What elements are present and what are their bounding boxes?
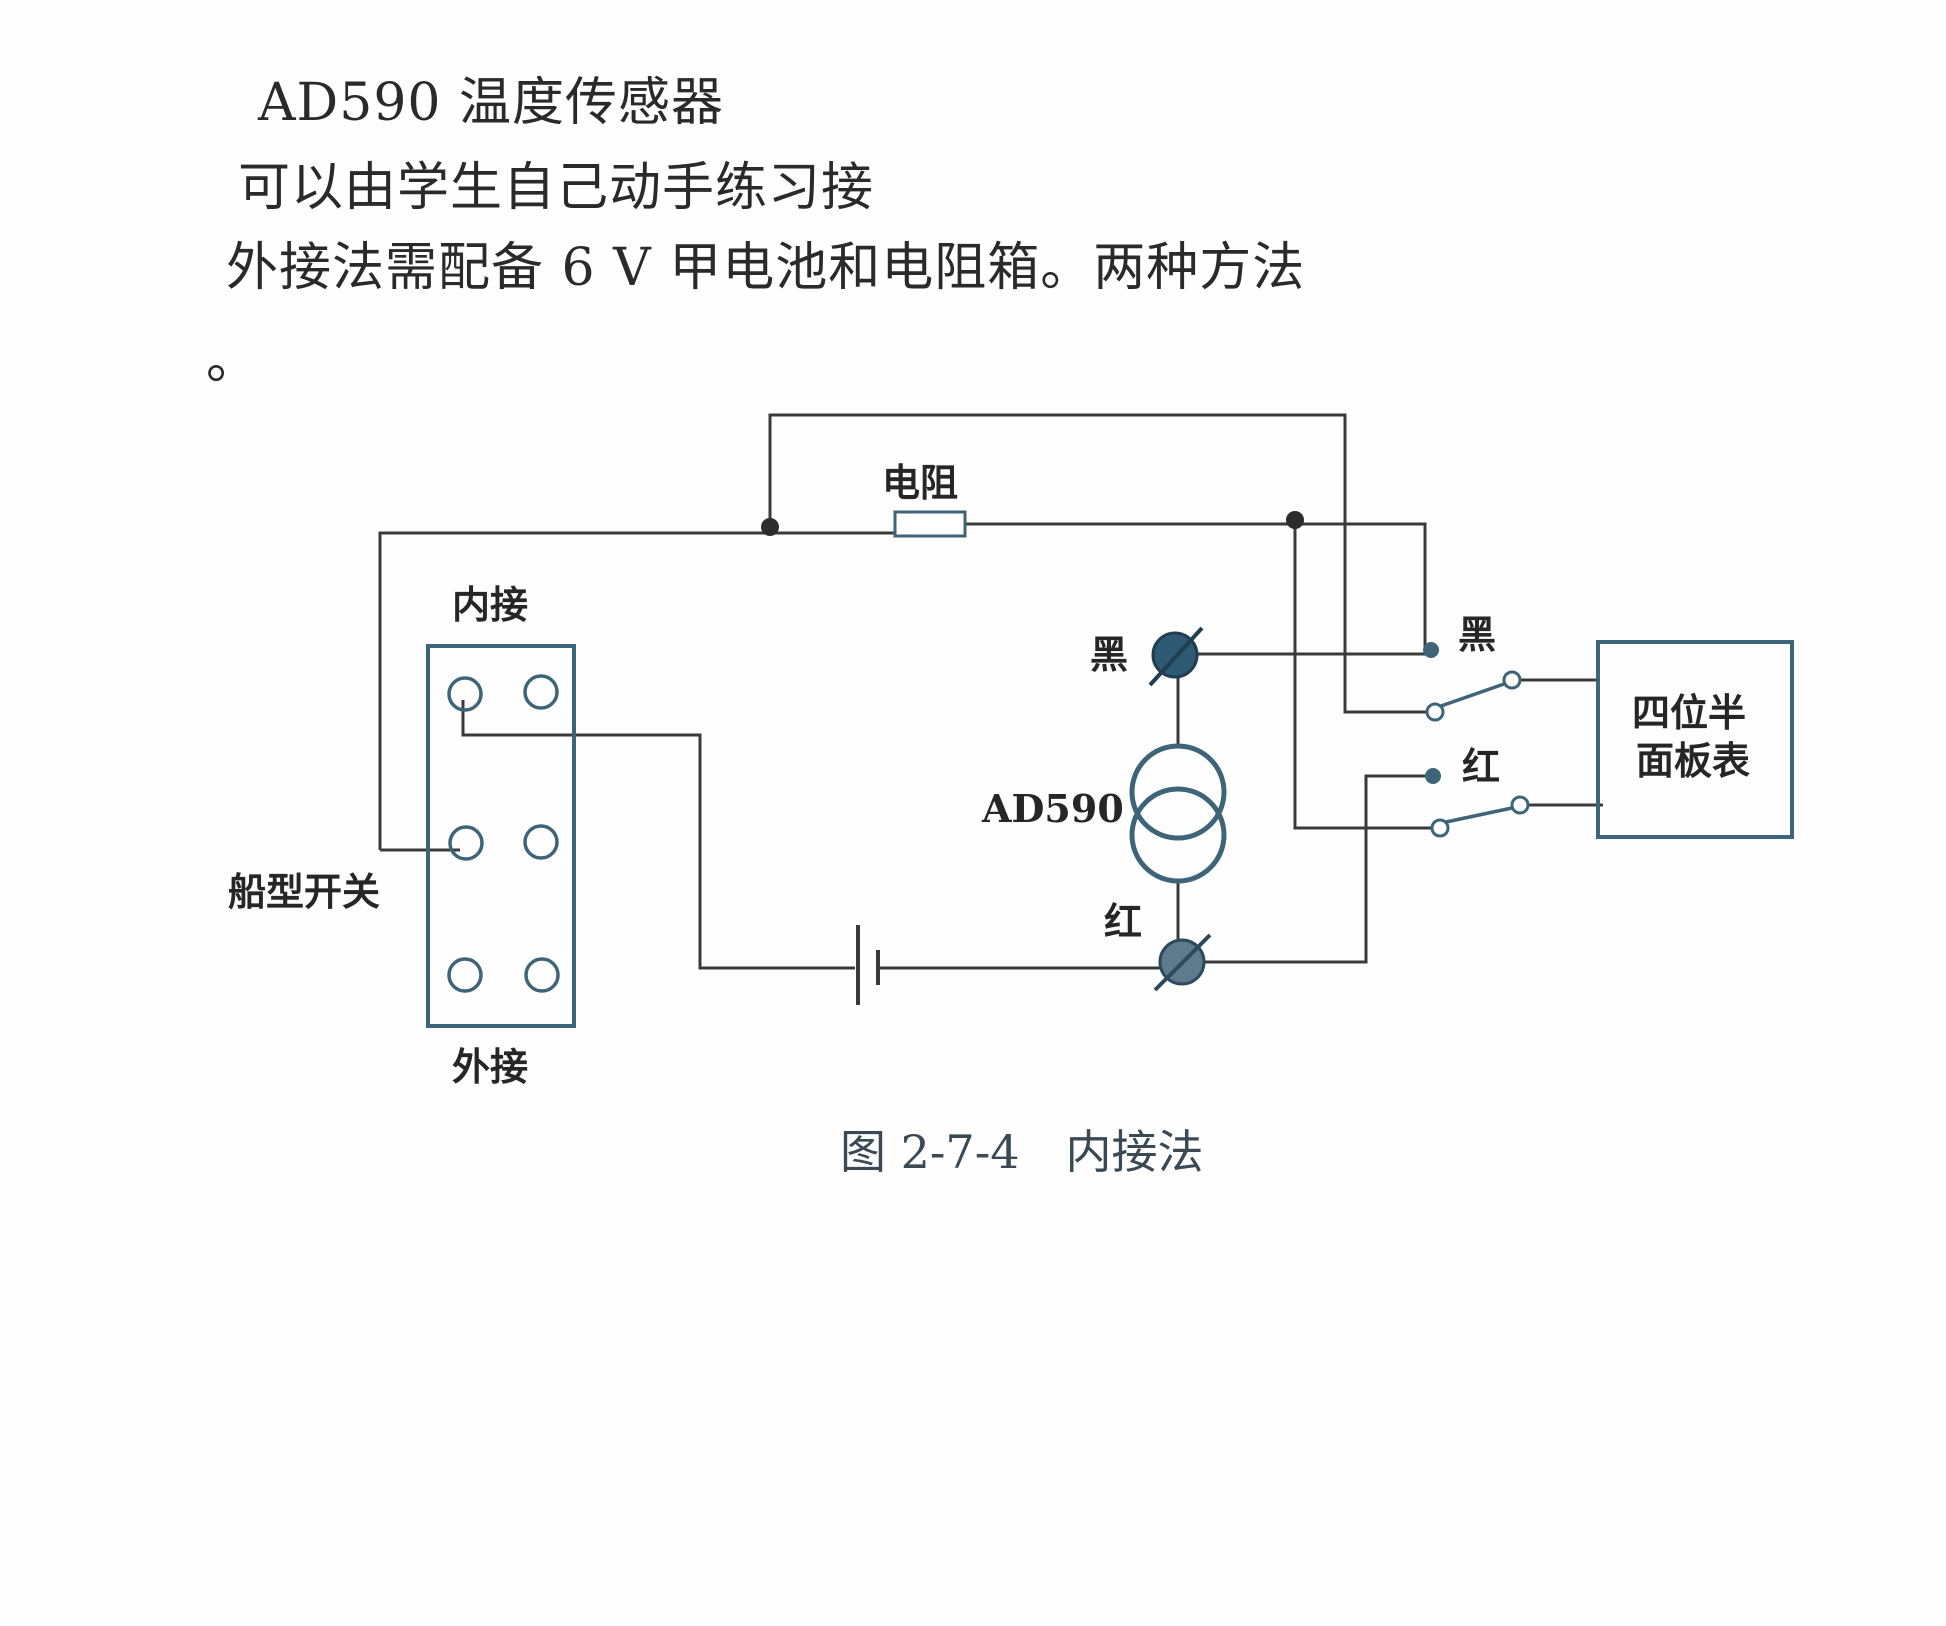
body-text-line-3: 外接法需配备 6 V 甲电池和电阻箱。两种方法 bbox=[226, 238, 1306, 298]
wires bbox=[378, 413, 1603, 970]
switch-black-pivot bbox=[1425, 702, 1445, 722]
switch-red-output bbox=[1510, 795, 1530, 815]
inner-connect-label: 内接 bbox=[452, 583, 528, 627]
switch-red-lever bbox=[1445, 806, 1513, 824]
switch-terminal-bottom-left bbox=[447, 957, 483, 993]
switch-terminal-bottom-right bbox=[524, 957, 560, 993]
wire-switch-to-battery bbox=[461, 700, 855, 970]
meter-label-line1: 四位半 bbox=[1632, 691, 1746, 735]
resistor bbox=[893, 510, 967, 538]
boat-switch bbox=[426, 644, 576, 1028]
switch-red-pivot bbox=[1430, 818, 1450, 838]
switch-terminal-top-left bbox=[447, 676, 483, 712]
switch-terminal-top-right bbox=[523, 674, 559, 710]
body-text-line-4: 。 bbox=[206, 331, 260, 391]
switch-black-contact bbox=[1423, 642, 1439, 658]
switch-terminal-mid-right bbox=[523, 824, 559, 860]
wire-top-loop bbox=[768, 413, 1435, 714]
resistor-label: 电阻 bbox=[882, 461, 958, 505]
switch-red-label: 红 bbox=[1462, 745, 1500, 789]
switch-terminal-mid-left bbox=[448, 825, 484, 861]
junction-dot-left bbox=[761, 518, 779, 536]
black-terminal bbox=[1148, 626, 1204, 687]
wire-left-to-resistor bbox=[378, 531, 895, 850]
meter-label-line2: 面板表 bbox=[1636, 739, 1750, 783]
wire-red-to-switch bbox=[1190, 774, 1425, 964]
ad590-label: AD590 bbox=[981, 786, 1124, 831]
wire-to-red-switch bbox=[1293, 524, 1440, 830]
body-text-line-2: 可以由学生自己动手练习接 bbox=[238, 158, 875, 218]
wire-to-black-switch bbox=[1295, 522, 1427, 650]
switch-black-output bbox=[1502, 670, 1522, 690]
switch-black-label: 黑 bbox=[1458, 613, 1496, 657]
red-terminal-label: 红 bbox=[1104, 900, 1142, 944]
outer-connect-label: 外接 bbox=[452, 1045, 528, 1089]
ad590-circle-top bbox=[1129, 743, 1227, 841]
body-text-line-1: AD590 温度传感器 bbox=[258, 73, 725, 133]
black-terminal-label: 黑 bbox=[1090, 633, 1128, 677]
switch-red-contact bbox=[1425, 768, 1441, 784]
switch-black-lever bbox=[1440, 682, 1505, 708]
ad590-circle-bottom bbox=[1129, 786, 1227, 884]
junction-dot-right bbox=[1286, 511, 1304, 529]
panel-meter bbox=[1596, 640, 1794, 839]
red-terminal bbox=[1153, 933, 1212, 992]
figure-caption: 图 2-7-4 内接法 bbox=[840, 1125, 1204, 1179]
boat-switch-label: 船型开关 bbox=[228, 870, 380, 914]
